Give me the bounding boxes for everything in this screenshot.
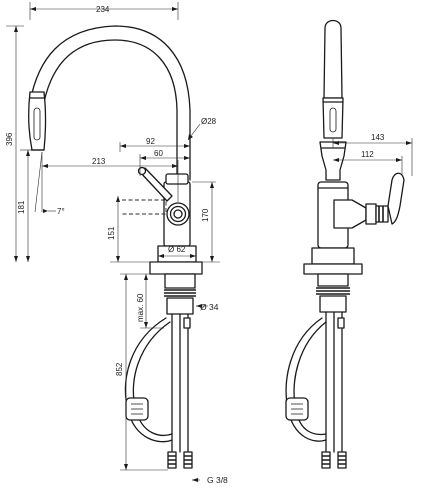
valve-mid xyxy=(169,205,187,223)
side-valve-stem xyxy=(333,199,367,229)
side-dimensions: 143 112 xyxy=(332,133,413,176)
side-view xyxy=(285,19,405,469)
side-valve-nut xyxy=(375,205,389,223)
spray-head-slot xyxy=(33,107,41,141)
dim-dia34: Ø 34 xyxy=(200,302,219,312)
dim-213: 213 xyxy=(92,157,106,166)
dim-max60: max. 60 xyxy=(136,293,145,322)
hose-ferrule xyxy=(183,317,191,329)
dim-92: 92 xyxy=(146,137,155,146)
body-collar xyxy=(165,173,189,185)
dim-151: 151 xyxy=(107,226,116,240)
dim-181: 181 xyxy=(17,200,26,214)
valve-inner xyxy=(173,209,183,219)
lever-alt-position xyxy=(122,199,167,215)
side-base xyxy=(311,247,355,265)
dim-g38: G 3/8 xyxy=(207,475,228,485)
mount-thread xyxy=(164,289,196,297)
side-neck xyxy=(319,141,347,181)
spray-angle-line xyxy=(34,151,43,213)
dim-dia28: Ø28 xyxy=(201,117,217,126)
dim-dia62: Ø 62 xyxy=(168,245,186,254)
dim-234: 234 xyxy=(96,5,110,14)
dim-112: 112 xyxy=(361,150,374,159)
side-spray-slot xyxy=(329,107,337,133)
side-plate xyxy=(303,263,363,275)
dim-170: 170 xyxy=(201,208,210,222)
mount-nut xyxy=(166,297,194,315)
side-valve-cap xyxy=(365,203,377,225)
side-shank xyxy=(317,273,349,287)
pullout-hose-loop xyxy=(124,317,173,443)
dim-7deg: 7° xyxy=(57,207,65,216)
dim-396: 396 xyxy=(5,132,14,146)
side-lever xyxy=(387,172,405,225)
side-nut xyxy=(319,295,347,313)
lever-knob xyxy=(137,166,147,176)
dim-852: 852 xyxy=(115,362,124,376)
mount-shank xyxy=(164,273,196,289)
front-view xyxy=(28,25,220,469)
side-spout xyxy=(323,19,343,99)
front-dimensions: 234 396 181 7° Ø28 92 60 xyxy=(5,2,228,485)
connector-hatch xyxy=(168,455,192,465)
base-plate xyxy=(149,261,203,275)
side-hose-loop xyxy=(285,317,327,442)
dim-60: 60 xyxy=(154,149,163,158)
spout-outer xyxy=(29,25,191,181)
counterweight-grip xyxy=(131,403,143,415)
side-spray-head xyxy=(322,97,344,139)
dim-143: 143 xyxy=(371,133,385,142)
spray-head xyxy=(28,91,47,151)
spout-inner xyxy=(43,39,178,181)
